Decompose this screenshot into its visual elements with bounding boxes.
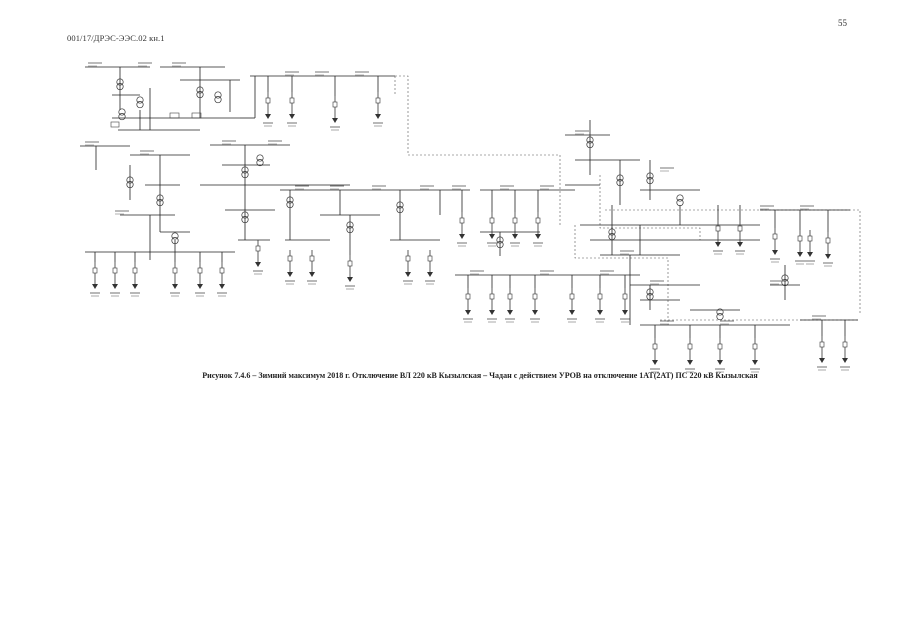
figure-caption: Рисунок 7.4.6 – Зимний максимум 2018 г. … — [202, 371, 758, 380]
page-number: 55 — [838, 18, 847, 28]
document-code: 001/17/ДРЭС-ЭЭС.02 кн.1 — [67, 33, 165, 43]
